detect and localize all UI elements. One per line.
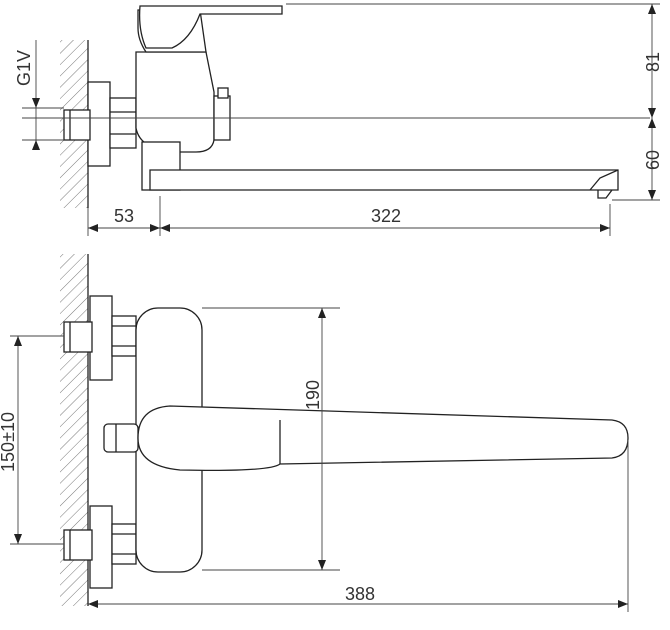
front-spout [137, 405, 629, 472]
threaded-inlet [63, 109, 91, 141]
valve-body [135, 51, 215, 153]
spout-length-label: 322 [371, 206, 401, 226]
top-height-label: 81 [643, 52, 663, 72]
hex-nut [109, 97, 137, 149]
body-height-label: 190 [303, 380, 323, 410]
front-diverter-knob [103, 423, 139, 453]
thread-label: G1V [14, 50, 34, 86]
lower-flange [89, 505, 113, 589]
inlet-spacing-label: 150±10 [0, 412, 18, 472]
bottom-height-label: 60 [643, 150, 663, 170]
spout [149, 169, 619, 199]
upper-nut [111, 315, 137, 357]
upper-inlet [63, 321, 93, 353]
lower-inlet [63, 529, 93, 561]
lever-handle [138, 5, 283, 49]
wall-offset-label: 53 [114, 206, 134, 226]
lower-nut [111, 523, 137, 565]
total-length-label: 388 [345, 584, 375, 604]
front-view: 190 150±10 388 [0, 254, 629, 612]
wall-flange [87, 81, 111, 167]
side-view: 81 60 G1V 53 322 [14, 3, 663, 236]
upper-flange [89, 295, 113, 381]
